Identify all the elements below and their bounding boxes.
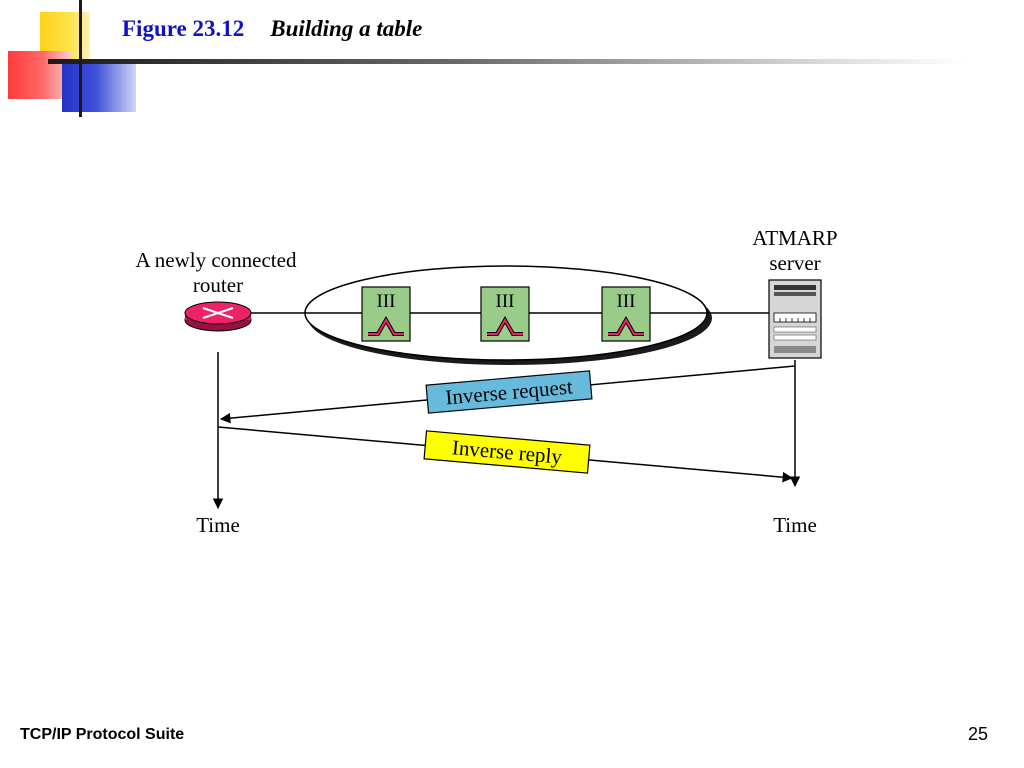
- switch-label: III: [377, 291, 396, 312]
- server-label-line1: ATMARP: [752, 226, 837, 250]
- server-label-line2: server: [769, 251, 820, 275]
- atm-switch-1: III: [361, 286, 411, 342]
- atm-switch-2: III: [480, 286, 530, 342]
- time-label-right: Time: [773, 513, 817, 537]
- title-underline: [48, 59, 968, 64]
- figure-number: Figure 23.12: [122, 16, 245, 41]
- router-label-line2: router: [193, 273, 243, 297]
- switch-label: III: [617, 291, 636, 312]
- server-icon: [768, 279, 822, 359]
- inverse-reply-label: Inverse reply: [451, 435, 563, 469]
- inverse-reply-box: Inverse reply: [423, 430, 591, 474]
- decor-vertical-line: [79, 0, 82, 117]
- footer-course-title: TCP/IP Protocol Suite: [20, 726, 185, 743]
- slide-title: Figure 23.12 Building a table: [122, 16, 422, 42]
- router-icon: [184, 301, 252, 332]
- router-label-line1: A newly connected: [136, 248, 297, 272]
- atm-switch-3: III: [601, 286, 651, 342]
- page-number: 25: [968, 724, 989, 744]
- figure-title: Building a table: [270, 16, 423, 41]
- decor-blue-square: [62, 62, 136, 112]
- inverse-request-box: Inverse request: [425, 370, 593, 414]
- time-label-left: Time: [196, 513, 240, 537]
- switch-label: III: [496, 291, 515, 312]
